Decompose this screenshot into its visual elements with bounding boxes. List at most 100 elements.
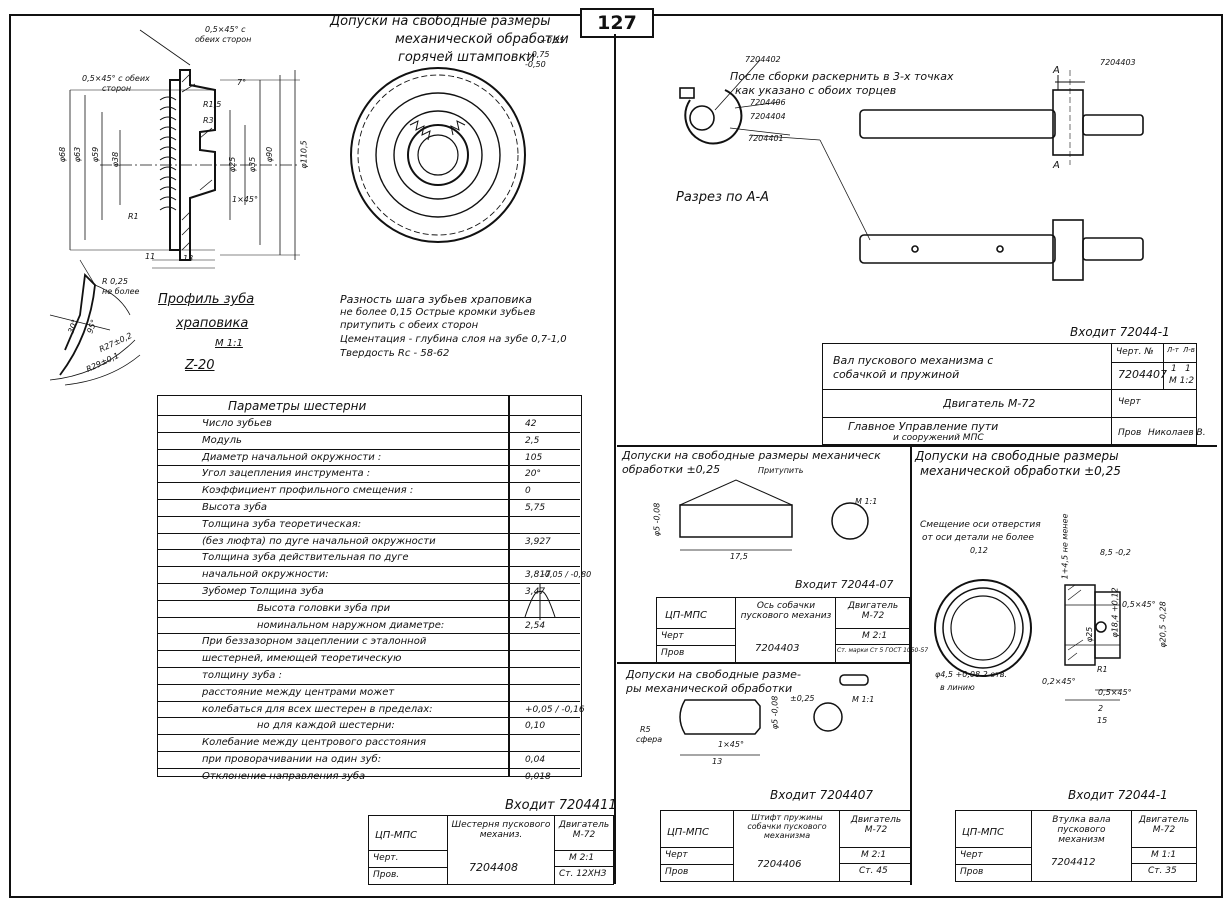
profile-scale: М 1:1	[215, 338, 243, 349]
params-extra-value: -0,05 / -0,80	[542, 570, 592, 579]
profile-teeth: Z-20	[185, 358, 215, 373]
shaft-checked: Пров	[1118, 428, 1142, 438]
shaft-title-1: Вал пускового механизма с	[833, 354, 994, 367]
shaft-dept-2: и сооружений МПС	[893, 433, 984, 443]
dog-length: 17,5	[730, 552, 748, 561]
bushing-drawing	[934, 579, 1121, 701]
bush-tol-2: механической обработки ±0,25	[920, 464, 1121, 478]
params-label: расстояние между центрами может	[202, 686, 395, 698]
params-label: номинальном наружном диаметре:	[257, 619, 445, 631]
params-label: Отклонение направления зуба	[202, 770, 366, 782]
pin-stamp-number: 7204406	[757, 859, 802, 870]
params-value: 0,04	[525, 755, 546, 765]
params-value: 3,817	[525, 570, 551, 581]
gear-stamp-part: Шестерня пускового механиз.	[451, 820, 551, 840]
caliper-sketch	[524, 584, 556, 620]
gear-note-4: Цементация - глубина слоя на зубе 0,7-1,…	[340, 334, 567, 345]
params-row: Колебание между центрового расстояния	[157, 734, 580, 752]
bush-dim-chamfer-02: 0,2×45°	[1042, 677, 1076, 686]
gear-dim-11: 11	[145, 252, 156, 261]
pin-tol-3: ±0,25	[790, 694, 815, 703]
params-row: номинальном наружном диаметре:2,54	[157, 616, 580, 635]
shaft-ref-3: 7204406	[750, 98, 786, 107]
dog-enters: Входит 72044-07	[795, 578, 894, 591]
gear-tol-title-2: механической обработки	[395, 32, 569, 47]
shaft-dept-1: Главное Управление пути	[848, 420, 999, 433]
params-value: 5,75	[525, 503, 546, 513]
bush-stamp-scale: М 1:1	[1151, 850, 1177, 860]
bush-stamp-material: Ст. 35	[1148, 866, 1177, 876]
params-row: Диаметр начальной окружности :105	[157, 448, 580, 467]
params-row: Высота головки зуба при	[157, 599, 580, 618]
gear-stamp-number: 7204408	[469, 861, 518, 874]
shaft-scale: М 1:2	[1169, 376, 1195, 386]
ratchet-ne-bolee: не более	[102, 287, 140, 296]
dog-axle-drawing	[679, 479, 869, 551]
pin-stamp-scale: М 2:1	[861, 850, 887, 860]
params-value: 105	[525, 452, 543, 463]
params-row: При беззазорном зацеплении с эталонной	[157, 633, 580, 651]
bush-stamp-org: ЦП-МПС	[962, 827, 1005, 838]
params-row: при проворачивании на один зуб: 0,04	[157, 751, 580, 769]
dog-stamp-scale: М 2:1	[862, 631, 888, 641]
gear-note-1: Разность шага зубьев храповика	[340, 293, 532, 306]
params-row: Угол зацепления инструмента :20°	[157, 465, 580, 483]
pin-stamp-org: ЦП-МПС	[667, 827, 710, 838]
gear-chamfer-top-2: обеих сторон	[195, 35, 252, 44]
gear-chamfer-left-2: сторон	[102, 84, 132, 93]
params-label: шестерней, имеющей теоретическую	[202, 653, 402, 665]
params-label: Высота головки зуба при	[257, 602, 391, 614]
params-label: Зубомер Толщина зуба	[202, 586, 324, 597]
gear-dim-phi110: φ110,5	[299, 140, 309, 169]
pin-scale-view: М 1:1	[852, 695, 875, 704]
bush-stamp-part: Втулка вала пускового механизм	[1052, 815, 1111, 845]
params-label: при проворачивании на один зуб:	[202, 754, 382, 765]
bush-enters: Входит 72044-1	[1068, 788, 1168, 802]
params-label: Угол зацепления инструмента :	[202, 468, 371, 480]
dog-stamp: ЦП-МПС Ось собачки пускового механиз Дви…	[656, 597, 928, 663]
gear-dim-phi63: φ63	[73, 146, 83, 163]
gear-dim-r3: R3	[203, 116, 214, 125]
pin-stamp-drew: Черт	[665, 850, 688, 860]
bush-dim-chamfer-05: 0,5×45°	[1098, 688, 1132, 697]
shaft-letter-a-top: А	[1053, 65, 1060, 76]
bush-dim-r1: R1	[1097, 665, 1108, 674]
gear-front-view	[350, 67, 526, 243]
shaft-letter-a-bottom: А	[1053, 160, 1060, 171]
shaft-number: 7204407	[1118, 368, 1167, 381]
pin-stamp-part: Штифт пружины собачки пускового механизм…	[747, 813, 827, 840]
params-label: (без люфта) по дуге начальной окружности	[202, 535, 436, 547]
pin-stamp: ЦП-МПС Штифт пружины собачки пускового м…	[660, 810, 912, 882]
gear-dim-angle: 7°	[237, 78, 247, 87]
gear-tol-minus-2: -0,50	[525, 60, 546, 69]
bush-offset-3: 0,12	[970, 546, 988, 555]
ratchet-profile	[49, 259, 141, 386]
gear-stamp-drew: Черт.	[373, 853, 399, 863]
shaft-title-2: собачкой и пружиной	[833, 368, 960, 381]
params-row: начальной окружности:3,817	[157, 566, 580, 584]
gear-stamp: ЦП-МПС Шестерня пускового механиз. Двига…	[368, 815, 614, 885]
divider-center	[614, 34, 616, 884]
shaft-enters: Входит 72044-1	[1070, 325, 1170, 339]
dog-scale-view: М 1:1	[855, 497, 878, 506]
params-value: 2,5	[525, 435, 540, 446]
pin-length: 13	[712, 757, 723, 766]
pin-sphere: R5	[640, 725, 651, 734]
pin-chamfer: 1×45°	[718, 740, 744, 749]
params-label: Колебание между центрового расстояния	[202, 737, 426, 749]
pin-tol-1: Допуски на свободные разме-	[626, 668, 801, 681]
params-label: колебаться для всех шестерен в пределах:	[202, 703, 433, 715]
gear-tol-title-1: Допуски на свободные размеры	[330, 14, 551, 29]
shaft-section: Разрез по А-А	[676, 190, 770, 205]
params-label: При беззазорном зацеплении с эталонной	[202, 636, 427, 648]
shaft-checker: Николаев В.	[1148, 428, 1206, 438]
shaft-ref-2: 7204403	[1100, 58, 1136, 67]
params-value: 3,927	[525, 536, 551, 547]
gear-note-2: не более 0,15 Острые кромки зубьев	[340, 307, 536, 318]
pin-stamp-checked: Пров	[665, 867, 689, 877]
shaft-ref-5: 7204401	[748, 134, 784, 143]
params-label: Высота зуба	[202, 502, 268, 513]
divider-h-right	[617, 445, 1217, 447]
